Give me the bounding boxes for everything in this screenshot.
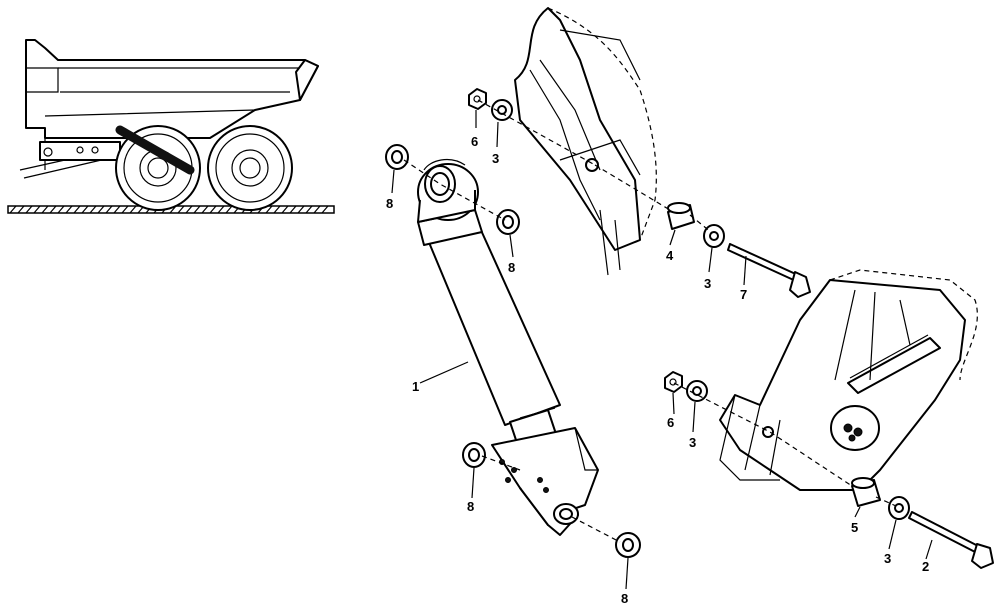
callout-1: 1 [412, 379, 419, 394]
callout-3-upper: 3 [492, 151, 499, 166]
bushing-4 [667, 202, 695, 230]
callout-8-bottom-left: 8 [467, 499, 474, 514]
callout-8-bottom-right: 8 [621, 591, 628, 606]
nut-6-upper [468, 88, 487, 110]
washer-8-bottom-left [462, 442, 486, 468]
washer-3-lower-left [686, 380, 708, 402]
rear-wheel [207, 125, 293, 211]
callout-2: 2 [922, 559, 929, 574]
front-wheel [115, 125, 201, 211]
callout-6-upper: 6 [471, 134, 478, 149]
leader-lines [391, 110, 933, 590]
washer-8-bottom-right [615, 532, 641, 558]
callout-5: 5 [851, 520, 858, 535]
callout-7: 7 [740, 287, 747, 302]
callout-4: 4 [666, 248, 674, 263]
washer-3-lower-right [888, 496, 910, 520]
highlighted-cylinder [115, 125, 195, 175]
bushing-5 [851, 477, 881, 507]
callout-3-lower-left: 3 [689, 435, 696, 450]
hydraulic-cylinder [417, 158, 599, 536]
nut-6-lower [664, 371, 683, 393]
washer-8-top-left [385, 144, 409, 170]
assembly-axis-lines [403, 99, 897, 543]
callout-labels: 1 2 3 3 3 3 4 5 6 6 7 8 8 8 8 [386, 134, 929, 606]
bolt-2 [908, 511, 994, 569]
callout-3-middle: 3 [704, 276, 711, 291]
upper-frame-bracket [514, 7, 657, 276]
callout-8-top-left: 8 [386, 196, 393, 211]
callout-6-lower: 6 [667, 415, 674, 430]
bolt-7 [727, 243, 811, 298]
truck-locator-inset [7, 39, 335, 214]
lower-frame-bracket [719, 269, 978, 491]
washer-3-middle [703, 224, 725, 248]
washer-8-top-right [496, 209, 520, 235]
callout-8-top-right: 8 [508, 260, 515, 275]
callout-3-lower-right: 3 [884, 551, 891, 566]
